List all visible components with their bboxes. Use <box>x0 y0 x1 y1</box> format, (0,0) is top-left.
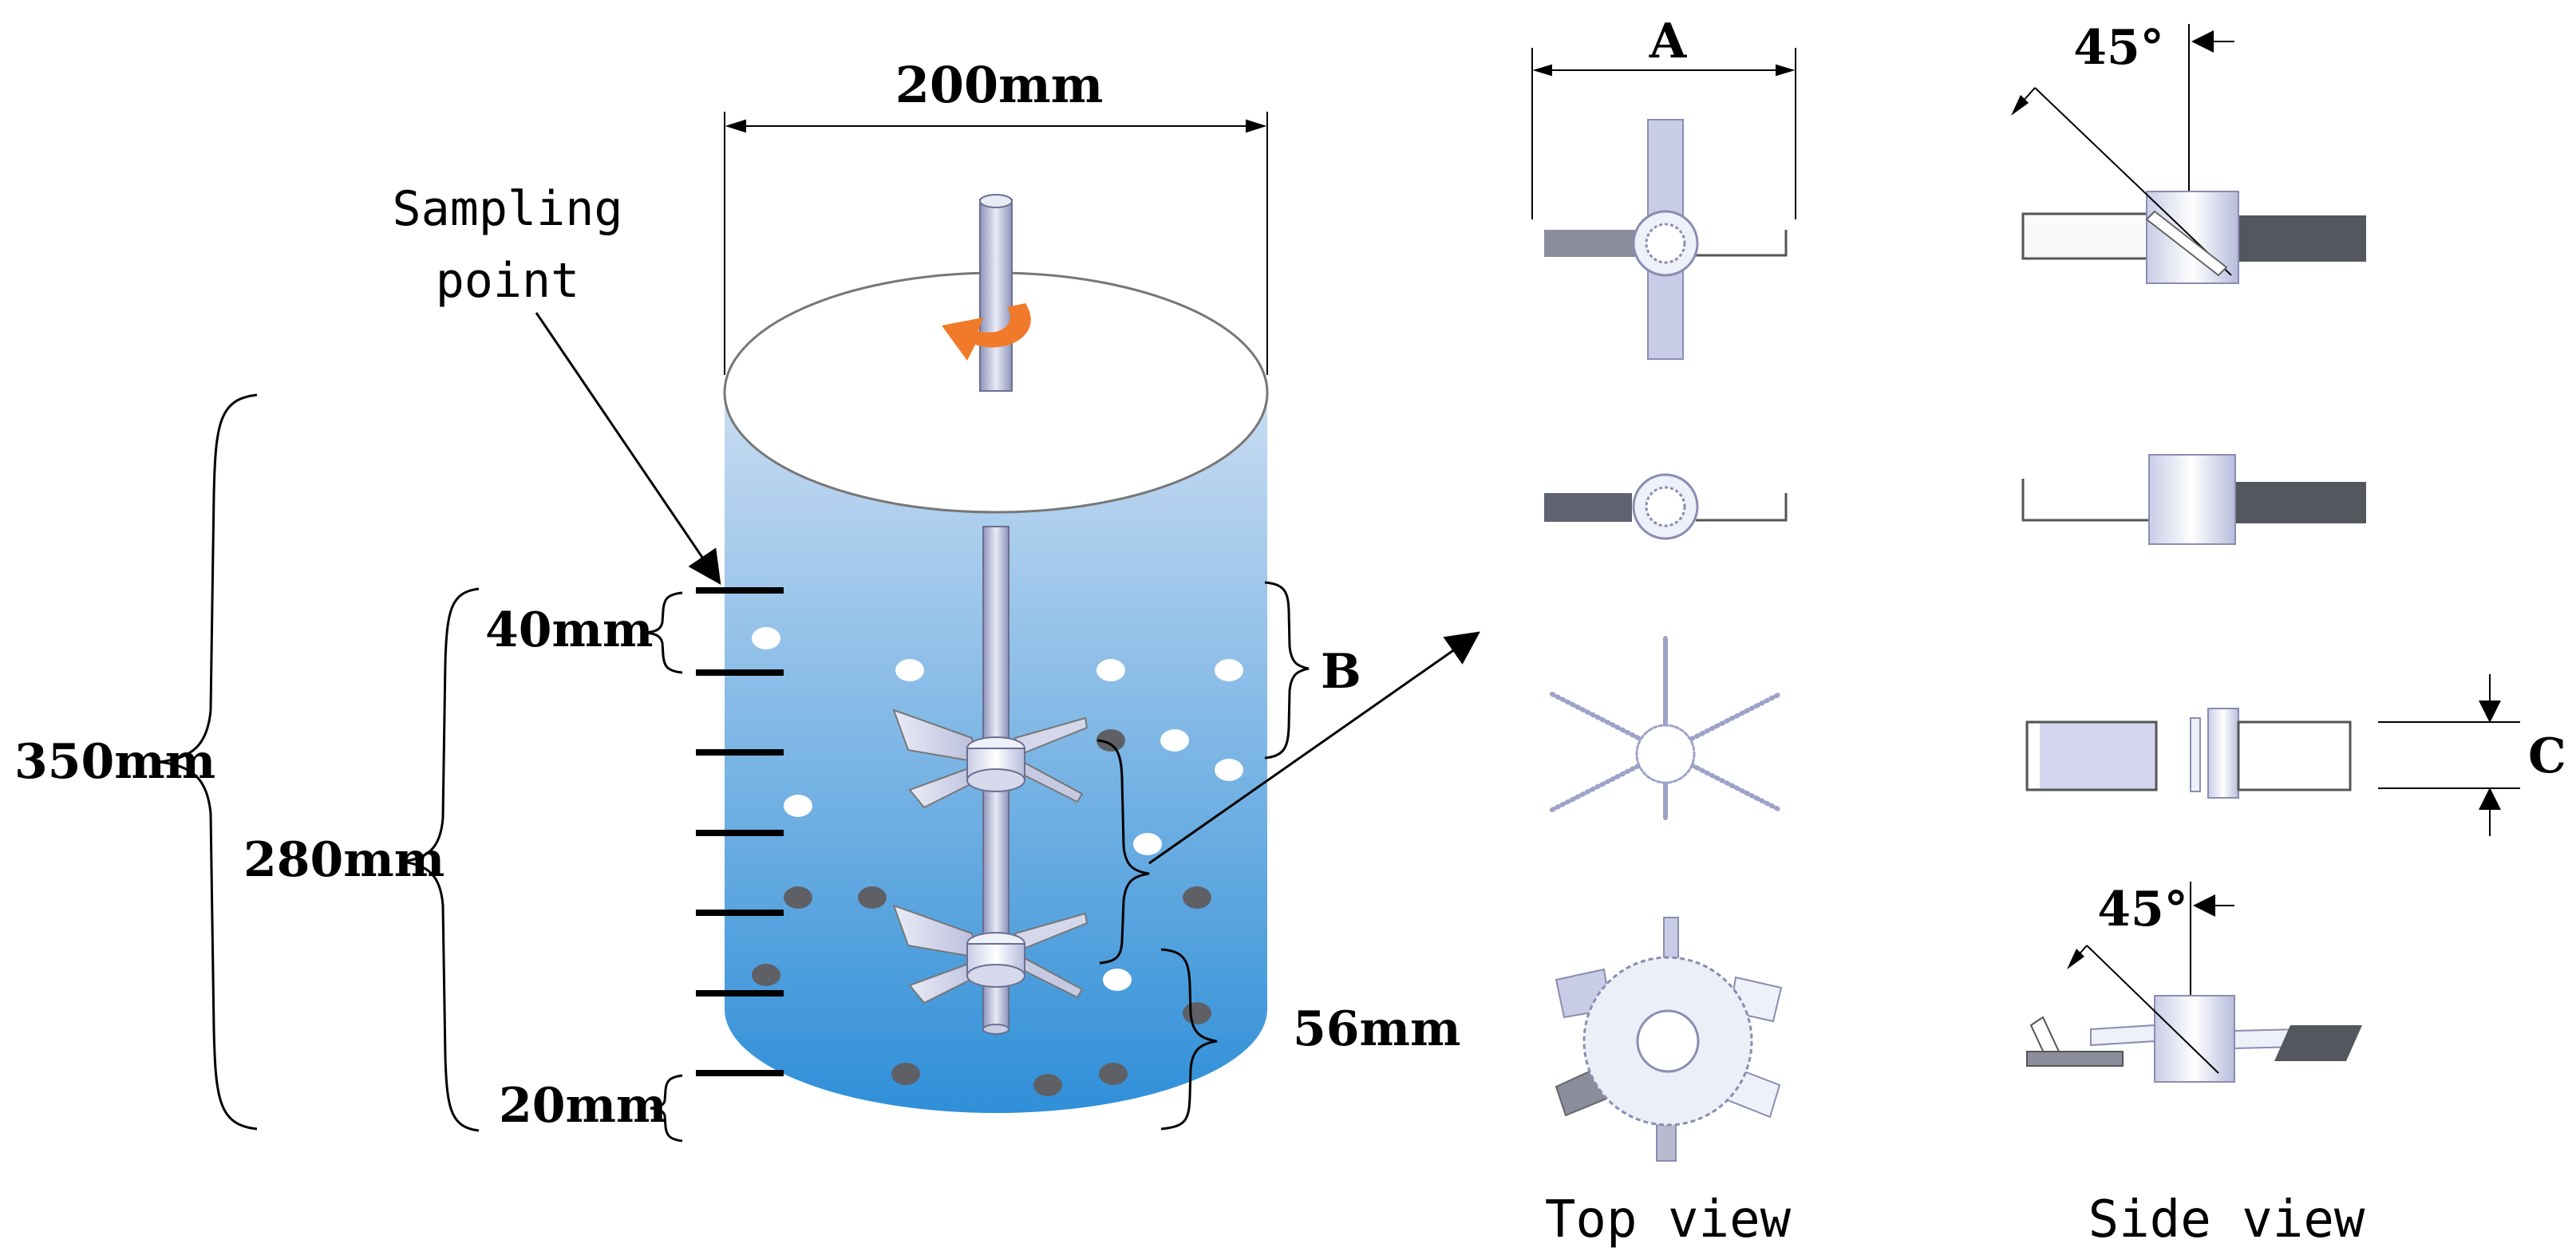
b-label: B <box>1321 644 1361 700</box>
side-view-impeller-2 <box>2021 454 2366 545</box>
sampling-label-line1: Sampling <box>393 181 623 237</box>
brace-40 <box>644 591 683 674</box>
height-total-label: 350mm <box>14 734 215 790</box>
brace-20 <box>650 1074 683 1143</box>
brace-b <box>1264 581 1310 760</box>
height-liquid-label: 280mm <box>243 832 444 888</box>
top-view-caption: Top view <box>1545 1190 1792 1249</box>
c-label: C <box>2528 728 2566 784</box>
rotation-arrow-icon <box>942 303 1031 361</box>
top-view-impeller-1 <box>1544 119 1788 360</box>
top-view-impeller-2 <box>1544 473 1788 540</box>
spacing-label: 40mm <box>485 602 653 658</box>
side-view-impeller-1 <box>2011 24 2366 284</box>
a-label: A <box>1649 14 1688 69</box>
diameter-dimension <box>724 112 1268 375</box>
top-view-impeller-4 <box>1555 917 1783 1162</box>
upper-impeller <box>892 708 1088 809</box>
bottom-label: 20mm <box>499 1078 666 1134</box>
white-particles <box>752 627 1243 991</box>
top-view-impeller-3 <box>1550 636 1782 820</box>
side-view-caption: Side view <box>2088 1190 2365 1249</box>
shaft <box>979 194 1013 1035</box>
a-dimension <box>1531 48 1796 219</box>
side-view-impeller-4 <box>2026 882 2362 1083</box>
sampling-label-line2: point <box>436 253 580 309</box>
lower-impeller <box>892 904 1088 1004</box>
sampling-leader-arrow <box>535 312 721 585</box>
side-view-impeller-3 <box>2025 674 2520 836</box>
brace-280 <box>402 587 480 1132</box>
angle-label-1: 45° <box>2073 20 2164 76</box>
diameter-label: 200mm <box>895 56 1104 114</box>
brace-56-left <box>1096 739 1150 965</box>
b-leader-arrow <box>1148 631 1480 865</box>
brace-56-right <box>1160 948 1218 1131</box>
sampling-ports <box>696 587 784 1076</box>
impeller-spacing-label: 56mm <box>1293 1001 1460 1057</box>
angle-label-2: 45° <box>2097 882 2188 937</box>
brace-350 <box>159 393 258 1131</box>
gray-particles <box>752 729 1211 1096</box>
